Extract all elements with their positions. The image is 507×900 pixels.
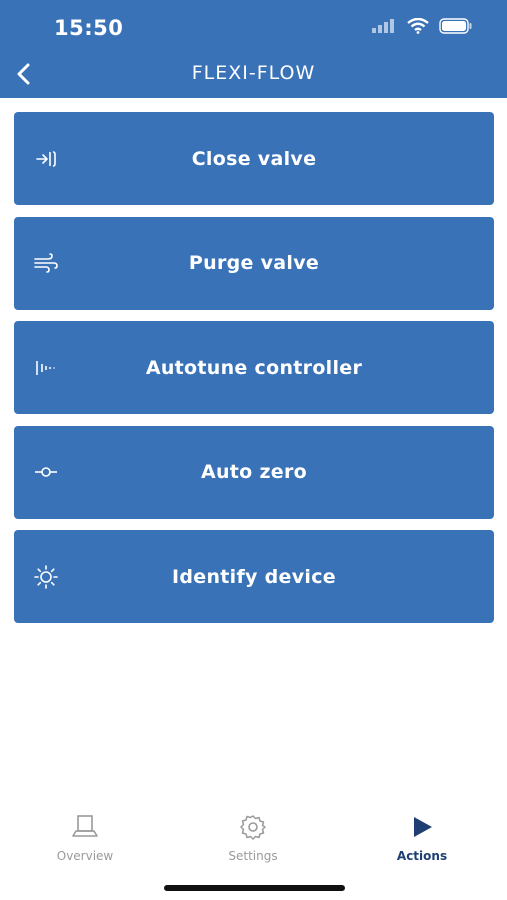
chevron-left-icon: [17, 63, 30, 85]
play-icon: [367, 812, 477, 842]
tab-bar: Overview Settings Actions: [0, 812, 507, 872]
action-label: Identify device: [172, 565, 336, 588]
battery-icon: [439, 18, 473, 39]
close-valve-icon: [33, 146, 59, 172]
tab-label: Overview: [56, 849, 114, 863]
wifi-icon: [407, 17, 429, 39]
cellular-signal-icon: [371, 18, 397, 39]
identify-icon: [33, 564, 59, 590]
status-icons: [371, 17, 473, 39]
auto-zero-icon: [33, 459, 59, 485]
tab-label: Actions: [396, 849, 448, 863]
actions-list: Close valve Purge valve Autotune control…: [14, 112, 494, 635]
action-label: Purge valve: [188, 252, 320, 274]
gear-icon: [198, 812, 308, 842]
action-label: Autotune controller: [145, 356, 363, 379]
autotune-icon: [33, 355, 59, 381]
tab-overview[interactable]: Overview: [30, 812, 140, 863]
tab-label: Settings: [228, 849, 278, 863]
close-valve-button[interactable]: Close valve: [14, 112, 494, 205]
purge-valve-button[interactable]: Purge valve: [14, 216, 494, 310]
tab-settings[interactable]: Settings: [198, 812, 308, 863]
status-time: 15:50: [54, 16, 124, 40]
action-label: Auto zero: [200, 461, 308, 483]
overview-icon: [30, 812, 140, 842]
identify-device-button[interactable]: Identify device: [14, 530, 494, 623]
app-header: 15:50: [0, 0, 507, 98]
tab-actions[interactable]: Actions: [367, 812, 477, 863]
autotune-controller-button[interactable]: Autotune controller: [14, 321, 494, 414]
auto-zero-button[interactable]: Auto zero: [14, 425, 494, 519]
home-indicator: [164, 885, 345, 891]
back-button[interactable]: [10, 60, 36, 88]
action-label: Close valve: [191, 147, 317, 170]
page-title: FLEXI-FLOW: [191, 62, 316, 84]
purge-icon: [33, 250, 59, 276]
